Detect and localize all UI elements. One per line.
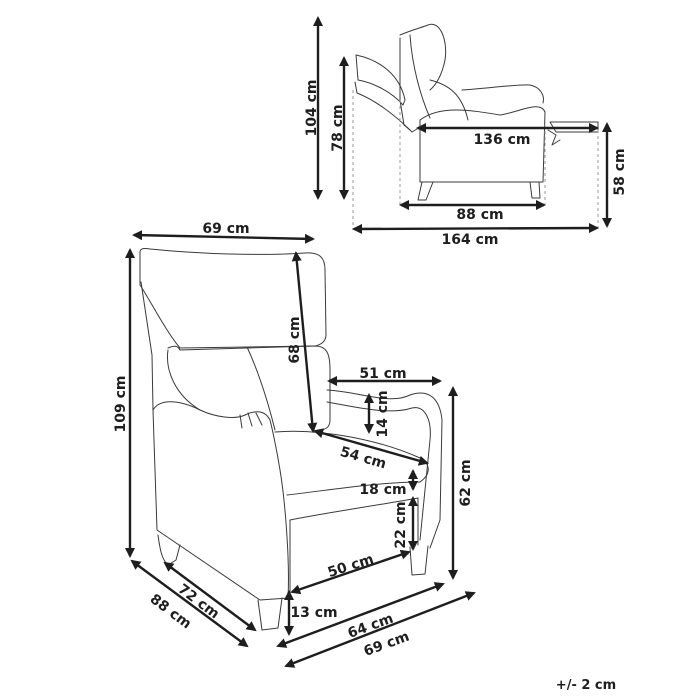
dim-label-51: 51 cm	[359, 366, 406, 382]
side-view-chair-outline	[354, 23, 599, 201]
dim-line-68	[291, 250, 318, 434]
dim-line-164	[351, 222, 600, 235]
dim-line-54	[313, 428, 429, 466]
dim-label-78: 78 cm	[330, 104, 346, 151]
dim-label-13: 13 cm	[290, 605, 337, 621]
dim-line-88-front	[130, 559, 249, 648]
dim-label-68: 68 cm	[287, 316, 303, 363]
dim-label-69-top: 69 cm	[202, 221, 249, 237]
dim-label-54: 54 cm	[338, 444, 388, 472]
dim-label-109: 109 cm	[113, 376, 129, 433]
dim-label-62: 62 cm	[458, 459, 474, 506]
dim-label-164: 164 cm	[442, 232, 499, 248]
front-view-chair-outline	[139, 247, 443, 631]
dim-label-104: 104 cm	[304, 80, 320, 137]
dim-line-69-bottom	[284, 591, 476, 668]
dim-label-14: 14 cm	[375, 390, 391, 437]
dim-label-50: 50 cm	[326, 551, 376, 581]
dim-label-22: 22 cm	[393, 501, 409, 548]
side-view-guide-lines	[352, 90, 599, 230]
tolerance-note: +/- 2 cm	[556, 678, 616, 693]
dim-label-136: 136 cm	[474, 132, 531, 148]
dim-line-69-top	[131, 230, 316, 244]
dim-label-58: 58 cm	[612, 148, 628, 195]
dim-label-18: 18 cm	[359, 482, 406, 498]
dim-label-88-side: 88 cm	[456, 207, 503, 223]
